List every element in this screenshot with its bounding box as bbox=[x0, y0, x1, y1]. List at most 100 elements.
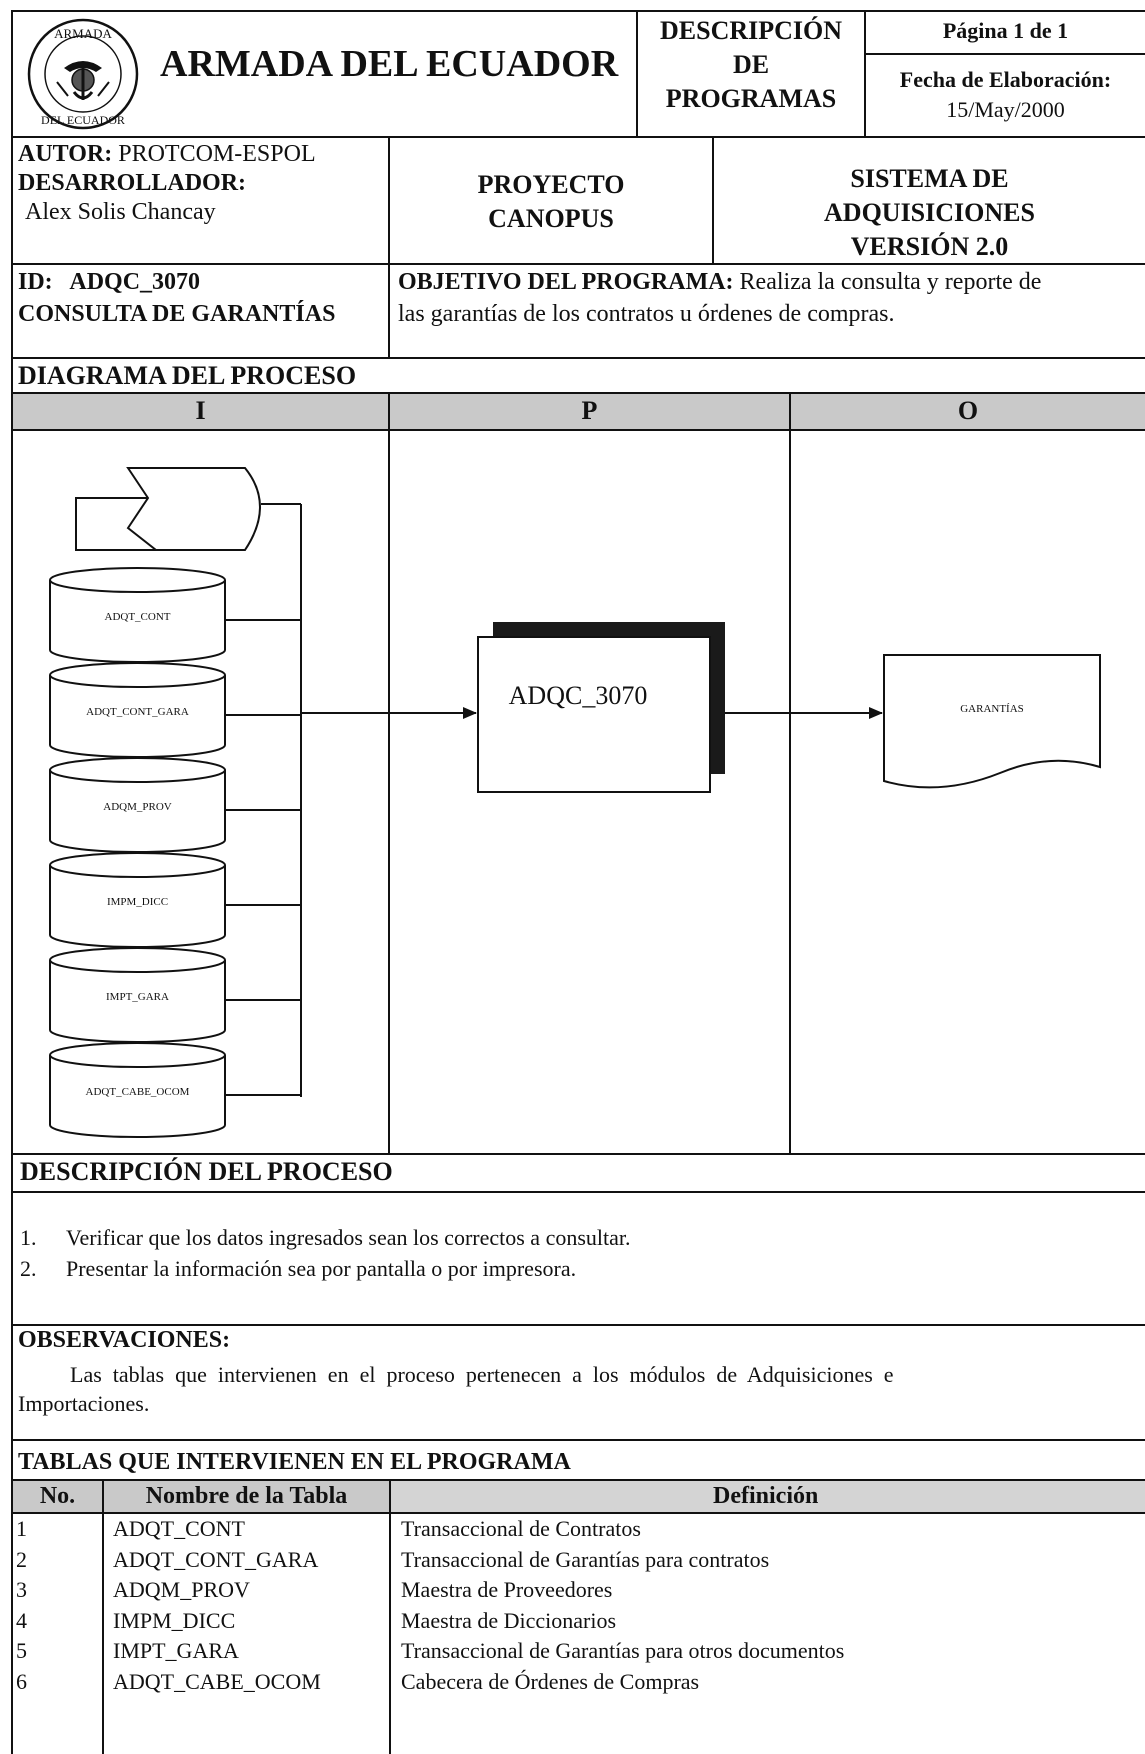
row-number: 6 bbox=[16, 1668, 27, 1694]
program-name: CONSULTA DE GARANTÍAS bbox=[18, 301, 336, 327]
table-header-shade bbox=[104, 1481, 389, 1512]
border-top bbox=[11, 10, 1145, 12]
divider bbox=[11, 1479, 1145, 1481]
divider bbox=[789, 392, 791, 1154]
column-output: O bbox=[957, 396, 979, 425]
descripcion-steps: 1. Verificar que los datos ingresados sea… bbox=[20, 1222, 631, 1284]
divider bbox=[11, 263, 1145, 265]
divider bbox=[11, 357, 1145, 359]
step-text: Presentar la información sea por pantall… bbox=[66, 1256, 577, 1281]
col-header-definicion: Definición bbox=[713, 1483, 819, 1509]
objetivo-block: OBJETIVO DEL PROGRAMA: Realiza la consul… bbox=[398, 266, 1143, 330]
database-cylinder: ADQT_CONT_GARA bbox=[49, 662, 301, 758]
database-cylinder: IMPM_DICC bbox=[49, 852, 301, 948]
project-line1: PROYECTO bbox=[477, 170, 625, 199]
row-definition: Transaccional de Garantías para otros do… bbox=[401, 1638, 845, 1663]
divider bbox=[11, 1191, 1145, 1193]
system-line2: ADQUISICIONES bbox=[824, 198, 1035, 227]
row-number: 4 bbox=[16, 1607, 27, 1633]
project-name: PROYECTO CANOPUS bbox=[390, 168, 712, 236]
cylinder-label: IMPT_GARA bbox=[106, 991, 169, 1003]
cylinder-label: ADQT_CONT bbox=[105, 611, 171, 623]
database-cylinder: IMPT_GARA bbox=[49, 947, 301, 1043]
column-input: I bbox=[195, 396, 206, 425]
step-number: 2. bbox=[20, 1256, 37, 1281]
process-diagram: ADQT_CONT ADQT_CONT_GARA ADQM_PROV IMPM_DIC… bbox=[49, 467, 1101, 1138]
divider bbox=[712, 136, 714, 264]
system-line3: VERSIÓN 2.0 bbox=[850, 232, 1009, 261]
fecha-label: Fecha de Elaboración: bbox=[899, 67, 1112, 92]
cylinder-label: IMPM_DICC bbox=[107, 896, 168, 908]
table-header-shade bbox=[391, 1481, 1145, 1512]
row-number: 2 bbox=[16, 1546, 27, 1572]
divider bbox=[11, 1153, 1145, 1155]
desarrollador-value: Alex Solis Chancay bbox=[25, 199, 216, 225]
divider bbox=[11, 429, 1145, 431]
observaciones-title: OBSERVACIONES: bbox=[18, 1327, 231, 1353]
divider bbox=[636, 10, 638, 137]
org-title: ARMADA DEL ECUADOR bbox=[160, 43, 619, 85]
database-cylinder: ADQT_CABE_OCOM bbox=[49, 1042, 301, 1138]
navy-seal-logo: ARMADA DEL ECUADOR bbox=[27, 18, 139, 130]
autor-value: PROTCOM-ESPOL bbox=[118, 141, 316, 167]
descripcion-title: DESCRIPCIÓN DEL PROCESO bbox=[20, 1157, 393, 1186]
row-table-name: ADQM_PROV bbox=[113, 1577, 250, 1602]
divider bbox=[11, 392, 1145, 394]
observaciones-line2: Importaciones. bbox=[18, 1391, 150, 1416]
doc-type: DESCRIPCIÓN DE PROGRAMAS bbox=[638, 14, 864, 116]
table-header-shade bbox=[13, 1481, 103, 1512]
col-header-nombre: Nombre de la Tabla bbox=[145, 1483, 348, 1509]
row-table-name: ADQT_CONT_GARA bbox=[113, 1546, 319, 1572]
divider bbox=[388, 136, 390, 359]
doc-type-line1: DESCRIPCIÓN bbox=[659, 16, 843, 45]
database-cylinder: ADQM_PROV bbox=[49, 757, 301, 853]
page-number: Página 1 de 1 bbox=[942, 18, 1069, 43]
col-header-no: No. bbox=[39, 1483, 76, 1509]
row-table-name: IMPT_GARA bbox=[113, 1638, 239, 1663]
row-table-name: ADQT_CABE_OCOM bbox=[113, 1668, 321, 1694]
output-document-icon bbox=[883, 654, 1101, 789]
divider bbox=[389, 1479, 391, 1754]
display-input-icon bbox=[75, 467, 261, 551]
process-box bbox=[477, 636, 711, 793]
divider bbox=[11, 1512, 1145, 1514]
fecha-value: 15/May/2000 bbox=[946, 97, 1065, 122]
divider bbox=[11, 136, 1145, 138]
cylinder-label: ADQM_PROV bbox=[103, 801, 172, 813]
desarrollador-label: DESARROLLADOR: bbox=[18, 170, 247, 196]
divider bbox=[102, 1479, 104, 1754]
column-process: P bbox=[581, 396, 598, 425]
objetivo-label: OBJETIVO DEL PROGRAMA: bbox=[398, 269, 734, 295]
system-line1: SISTEMA DE bbox=[850, 164, 1009, 193]
diagram-header-shade bbox=[13, 394, 1145, 429]
cylinder-label: ADQT_CONT_GARA bbox=[86, 706, 189, 718]
author-block: AUTOR: PROTCOM-ESPOL DESARROLLADOR: Alex… bbox=[18, 140, 316, 227]
cylinder-label: ADQT_CABE_OCOM bbox=[86, 1086, 190, 1098]
objetivo-text-2: las garantías de los contratos u órdenes… bbox=[398, 301, 895, 327]
doc-type-line2: DE bbox=[732, 50, 770, 79]
row-number: 3 bbox=[16, 1577, 27, 1602]
autor-label: AUTOR: bbox=[18, 141, 113, 167]
row-definition: Cabecera de Órdenes de Compras bbox=[401, 1668, 700, 1694]
id-value: ADQC_3070 bbox=[69, 269, 201, 295]
svg-text:ARMADA: ARMADA bbox=[54, 26, 112, 41]
border-left bbox=[11, 10, 13, 1754]
step-text: Verificar que los datos ingresados sean … bbox=[66, 1225, 631, 1250]
svg-text:DEL ECUADOR: DEL ECUADOR bbox=[41, 113, 125, 127]
diagram-title: DIAGRAMA DEL PROCESO bbox=[18, 361, 357, 390]
program-id-block: ID: ADQC_3070 CONSULTA DE GARANTÍAS bbox=[18, 266, 335, 330]
row-number: 5 bbox=[16, 1638, 27, 1663]
project-line2: CANOPUS bbox=[488, 204, 614, 233]
divider bbox=[864, 10, 866, 137]
output-label: GARANTÍAS bbox=[960, 703, 1024, 715]
row-definition: Maestra de Diccionarios bbox=[401, 1607, 617, 1633]
database-cylinder: ADQT_CONT bbox=[49, 567, 301, 663]
divider bbox=[388, 392, 390, 1154]
row-table-name: ADQT_CONT bbox=[113, 1516, 245, 1541]
doc-type-line3: PROGRAMAS bbox=[665, 84, 837, 113]
tablas-title: TABLAS QUE INTERVIENEN EN EL PROGRAMA bbox=[18, 1449, 571, 1475]
row-number: 1 bbox=[16, 1516, 27, 1541]
divider bbox=[11, 1439, 1145, 1441]
process-label: ADQC_3070 bbox=[509, 681, 648, 710]
step-number: 1. bbox=[20, 1225, 37, 1250]
